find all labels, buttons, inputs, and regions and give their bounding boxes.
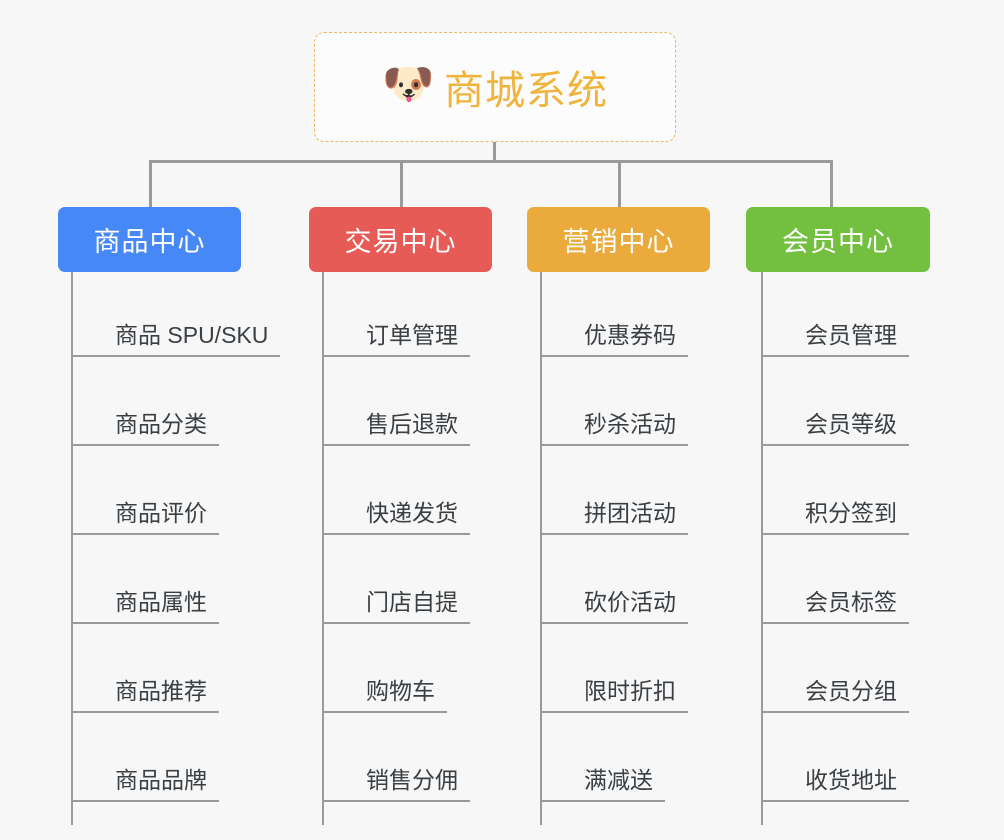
category-box-label: 交易中心 xyxy=(344,227,457,257)
column-rail xyxy=(71,272,73,825)
column-rail xyxy=(761,272,763,825)
list-item[interactable]: 限时折扣 xyxy=(540,628,688,717)
connector-root-stem xyxy=(493,142,496,162)
list-item[interactable]: 会员分组 xyxy=(761,628,909,717)
list-item[interactable]: 砍价活动 xyxy=(540,539,688,628)
list-item[interactable]: 售后退款 xyxy=(322,361,470,450)
list-item[interactable]: 商品 SPU/SKU xyxy=(71,272,281,361)
list-item[interactable]: 快递发货 xyxy=(322,450,470,539)
list-item[interactable]: 商品属性 xyxy=(71,539,219,628)
list-item[interactable]: 门店自提 xyxy=(322,539,470,628)
connector-drop-branch-4 xyxy=(830,160,833,208)
list-item[interactable]: 商品推荐 xyxy=(71,628,219,717)
list-item[interactable]: 商品品牌 xyxy=(71,717,219,806)
shiba-dog-face-icon: 🐶 xyxy=(382,60,435,107)
connector-drop-branch-3 xyxy=(618,160,621,208)
root-node-title: 商城系统 xyxy=(444,69,608,113)
list-item[interactable]: 秒杀活动 xyxy=(540,361,688,450)
list-item[interactable]: 拼团活动 xyxy=(540,450,688,539)
list-item[interactable]: 订单管理 xyxy=(322,272,470,361)
root-node-shopping-mall-system[interactable]: 🐶 商城系统 xyxy=(314,32,676,142)
category-box-label: 会员中心 xyxy=(782,227,894,257)
list-item[interactable]: 积分签到 xyxy=(761,450,909,539)
connector-drop-branch-2 xyxy=(400,160,403,208)
category-box-member-center[interactable]: 会员中心 xyxy=(746,207,930,272)
column-rail xyxy=(322,272,324,825)
list-item[interactable]: 会员标签 xyxy=(761,539,909,628)
category-box-label: 营销中心 xyxy=(562,227,675,257)
category-box-product-center[interactable]: 商品中心 xyxy=(58,207,241,272)
list-item[interactable]: 优惠券码 xyxy=(540,272,688,361)
column-rail xyxy=(540,272,542,825)
list-item[interactable]: 会员管理 xyxy=(761,272,909,361)
category-box-marketing-center[interactable]: 营销中心 xyxy=(527,207,710,272)
category-box-label: 商品中心 xyxy=(93,227,206,257)
list-item[interactable]: 满减送 xyxy=(540,717,665,806)
list-item[interactable]: 会员等级 xyxy=(761,361,909,450)
list-item[interactable]: 商品分类 xyxy=(71,361,219,450)
list-item[interactable]: 购物车 xyxy=(322,628,447,717)
list-item[interactable]: 商品评价 xyxy=(71,450,219,539)
list-item[interactable]: 收货地址 xyxy=(761,717,909,806)
connector-drop-branch-1 xyxy=(149,160,152,208)
list-item[interactable]: 销售分佣 xyxy=(322,717,470,806)
connector-horizontal-bus xyxy=(149,160,832,163)
category-box-transaction-center[interactable]: 交易中心 xyxy=(309,207,492,272)
